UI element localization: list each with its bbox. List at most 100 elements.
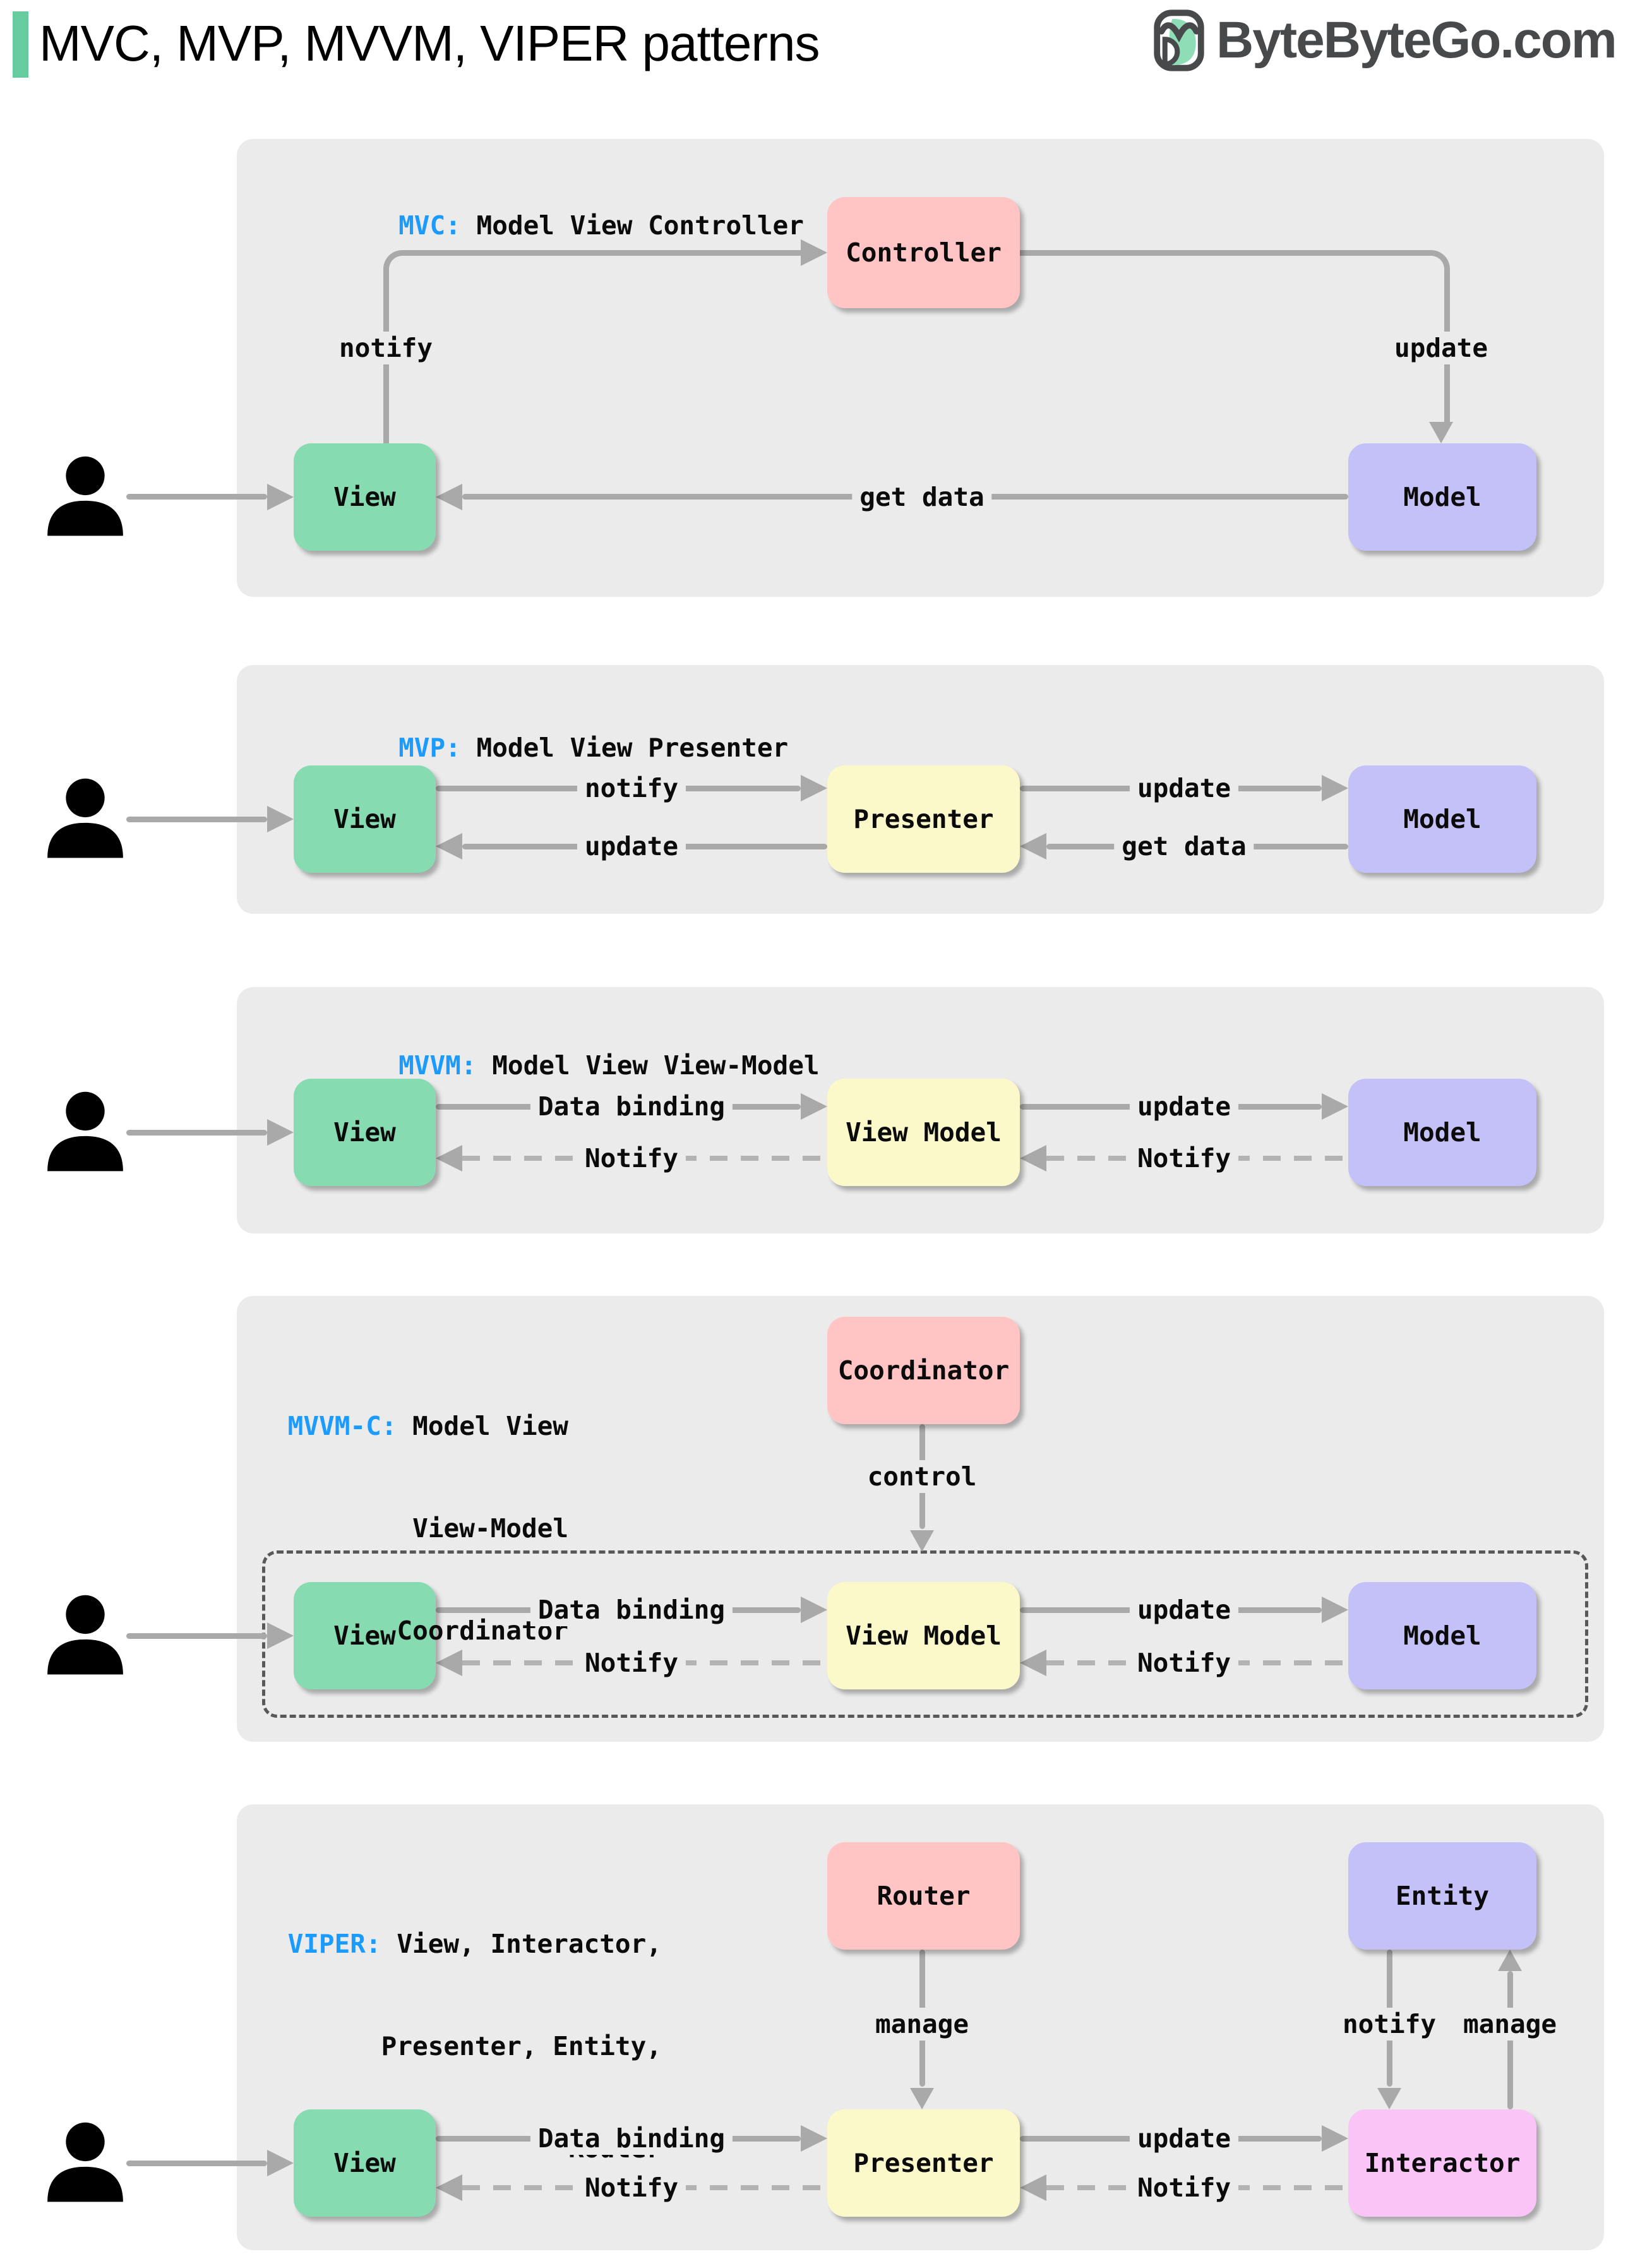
- user-mvvm: [39, 1086, 131, 1178]
- edge-label-update: update: [1129, 1593, 1239, 1626]
- viper-user-arrowhead: [267, 2150, 294, 2176]
- box-model-mvvm: Model: [1348, 1079, 1536, 1186]
- viper-arrowhead-into-presenter: [801, 2125, 827, 2152]
- edge-label-update: update: [1129, 772, 1239, 805]
- edge-label-update: update: [1129, 2122, 1239, 2155]
- edge-label-notify-vertical: notify: [1334, 2008, 1444, 2041]
- panel-mvvm-title: MVVM: Model View View-Model: [398, 1050, 820, 1081]
- person-icon: [47, 2122, 123, 2202]
- panel-mvc-keyword: MVC:: [398, 210, 461, 241]
- viper-arrowhead-notify-view: [436, 2174, 462, 2201]
- brand-logo: ByteByteGo.com: [1153, 5, 1617, 76]
- mvvm-c-arrowhead-into-model: [1322, 1597, 1348, 1623]
- mvp-arrowhead-into-view: [436, 833, 462, 860]
- panel-mvvm-keyword: MVVM:: [398, 1050, 477, 1081]
- edge-label-data-binding: Data binding: [530, 1090, 733, 1123]
- edge-label-manage: manage: [867, 2008, 977, 2041]
- mvvm-arrowhead-into-model: [1322, 1093, 1348, 1120]
- edge-label-notify-right: Notify: [1129, 1646, 1239, 1679]
- mvp-user-arrowhead: [267, 806, 294, 832]
- viper-arrowhead-notify-interactor: [1377, 2088, 1401, 2109]
- viper-arrowhead-into-interactor: [1322, 2125, 1348, 2152]
- box-presenter-viper: Presenter: [827, 2109, 1020, 2217]
- box-router: Router: [827, 1842, 1020, 1950]
- mvvm-c-arrowhead-notify-view-model: [1020, 1650, 1046, 1676]
- box-model-mvp: Model: [1348, 765, 1536, 873]
- edge-label-data-binding: Data binding: [530, 1593, 733, 1626]
- mvvm-c-user-arrowhead: [267, 1622, 294, 1649]
- edge-label-update-back: update: [577, 830, 686, 863]
- mvc-arrowhead-into-model: [1429, 422, 1453, 443]
- viper-arrowhead-notify-presenter: [1020, 2174, 1046, 2201]
- mvc-update-elbow-line: [1020, 250, 1450, 428]
- person-icon: [47, 1595, 123, 1675]
- edge-label-data-binding: Data binding: [530, 2122, 733, 2155]
- edge-label-manage-vertical: manage: [1455, 2008, 1565, 2041]
- edge-label-get-data: get data: [1114, 830, 1254, 863]
- box-controller: Controller: [827, 197, 1020, 308]
- panel-mvp-title: MVP: Model View Presenter: [398, 733, 789, 763]
- bird-logo-icon: [1154, 9, 1204, 71]
- mvvm-c-arrowhead-control: [910, 1530, 934, 1552]
- mvc-user-arrowhead: [267, 484, 294, 510]
- mvp-arrowhead-into-presenter: [801, 775, 827, 801]
- edge-label-notify-right: Notify: [1129, 2171, 1239, 2204]
- edge-label-get-data: get data: [852, 481, 992, 513]
- person-icon: [47, 1091, 123, 1172]
- mvvm-arrowhead-notify-view-model: [1020, 1145, 1046, 1172]
- box-model-mvc: Model: [1348, 443, 1536, 551]
- box-view-viper: View: [294, 2109, 436, 2217]
- mvc-arrowhead-into-controller: [801, 239, 827, 266]
- user-mvvm-c: [39, 1590, 131, 1682]
- mvvm-arrowhead-into-view-model: [801, 1093, 827, 1120]
- viper-user-arrow-line: [126, 2161, 267, 2166]
- mvvm-user-arrow-line: [126, 1130, 267, 1136]
- panel-mvc-title: MVC: Model View Controller: [398, 210, 804, 241]
- mvc-arrowhead-into-view: [436, 484, 462, 510]
- box-view-mvp: View: [294, 765, 436, 873]
- panel-mvvm-c-keyword: MVVM-C:: [287, 1411, 397, 1441]
- box-coordinator: Coordinator: [827, 1317, 1020, 1424]
- edge-label-update: update: [1386, 332, 1496, 364]
- box-view-mvvm: View: [294, 1079, 436, 1186]
- edge-label-notify-left: Notify: [577, 1646, 686, 1679]
- edge-label-update: update: [1129, 1090, 1239, 1123]
- box-view-mvc: View: [294, 443, 436, 551]
- box-entity: Entity: [1348, 1842, 1536, 1950]
- mvvm-arrowhead-notify-view: [436, 1145, 462, 1172]
- viper-arrowhead-manage-presenter: [910, 2088, 934, 2109]
- box-view-mvvm-c: View: [294, 1582, 436, 1689]
- viper-arrowhead-manage-entity: [1498, 1950, 1522, 1971]
- mvvm-c-arrowhead-into-view-model: [801, 1597, 827, 1623]
- person-icon: [47, 456, 123, 536]
- box-view-model-mvvm-c: View Model: [827, 1582, 1020, 1689]
- mvp-user-arrow-line: [126, 817, 267, 822]
- panel-mvvm-c-title: MVVM-C: Model View View-Model Coordinato…: [287, 1411, 568, 1646]
- box-model-mvvm-c: Model: [1348, 1582, 1536, 1689]
- box-view-model-mvvm: View Model: [827, 1079, 1020, 1186]
- edge-label-control: control: [859, 1460, 985, 1493]
- mvvm-c-user-arrow-line: [126, 1633, 267, 1639]
- box-interactor: Interactor: [1348, 2109, 1536, 2217]
- edge-label-notify: notify: [331, 332, 441, 364]
- mvvm-c-arrowhead-notify-view: [436, 1650, 462, 1676]
- mvp-arrowhead-into-model: [1322, 775, 1348, 801]
- user-mvc: [39, 451, 131, 543]
- edge-label-notify-left: Notify: [577, 1142, 686, 1175]
- edge-label-notify: notify: [577, 772, 686, 805]
- edge-label-notify-left: Notify: [577, 2171, 686, 2204]
- mvc-notify-elbow-line: [383, 250, 806, 449]
- edge-label-notify-right: Notify: [1129, 1142, 1239, 1175]
- mvp-arrowhead-into-presenter-back: [1020, 833, 1046, 860]
- box-presenter-mvp: Presenter: [827, 765, 1020, 873]
- panel-mvp-keyword: MVP:: [398, 733, 461, 763]
- mvvm-user-arrowhead: [267, 1119, 294, 1146]
- user-viper: [39, 2117, 131, 2209]
- user-mvp: [39, 773, 131, 865]
- person-icon: [47, 778, 123, 858]
- panel-viper-keyword: VIPER:: [287, 1929, 381, 1959]
- title-accent-bar: [13, 11, 28, 78]
- brand-name: ByteByteGo.com: [1216, 11, 1617, 69]
- page-title: MVC, MVP, MVVM, VIPER patterns: [39, 15, 820, 71]
